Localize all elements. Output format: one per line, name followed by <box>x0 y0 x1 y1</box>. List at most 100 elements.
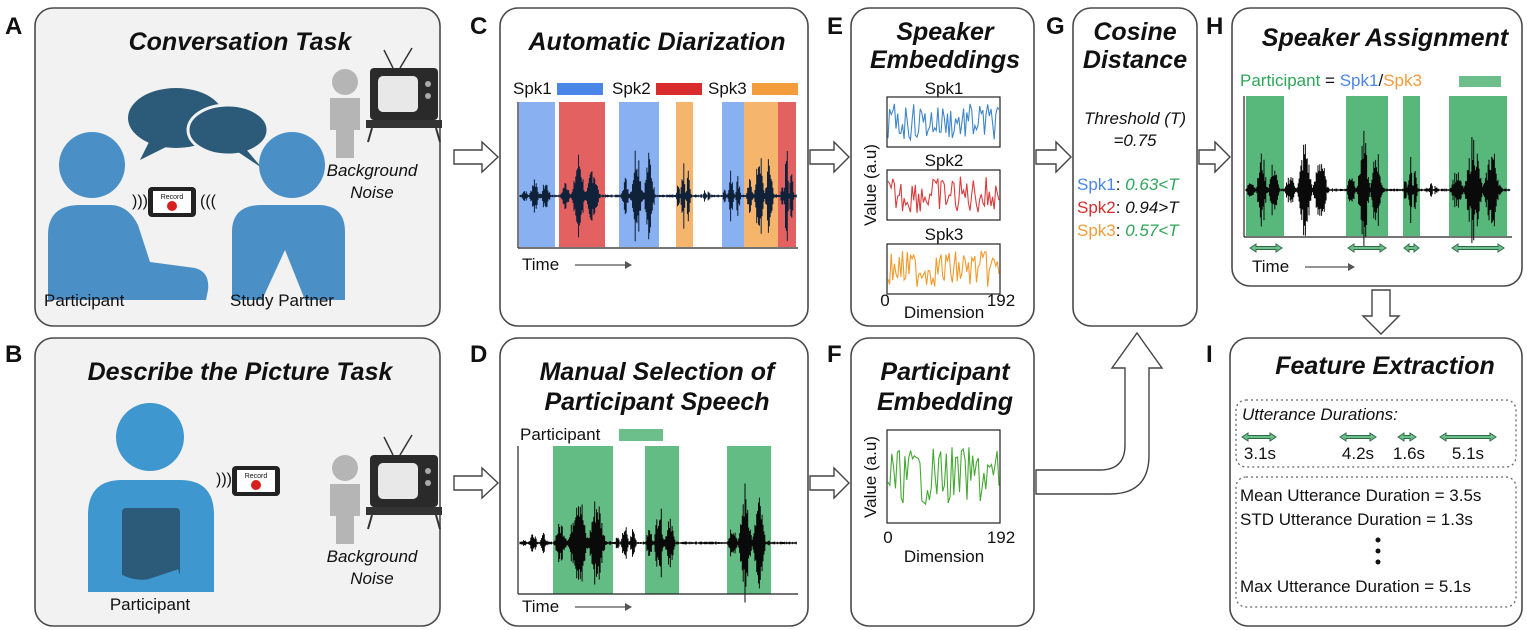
panel-e-box <box>850 7 1035 327</box>
time-label-c: Time <box>522 255 559 274</box>
panel-c-title: Automatic Diarization <box>528 28 786 56</box>
participant-embedding-frame <box>886 429 1001 524</box>
svg-text:(((: ((( <box>200 193 217 210</box>
cosine-spk3-sep: : <box>1116 221 1125 240</box>
panel-h: H Speaker Assignment Participant = Spk1/… <box>1206 7 1523 287</box>
arrow-f-g <box>1035 331 1164 495</box>
threshold-value: =0.75 <box>1113 131 1157 150</box>
stat-mean: Mean Utterance Duration = 3.5s <box>1240 486 1481 505</box>
time-label-d: Time <box>522 597 559 616</box>
panel-d-letter: D <box>470 341 487 368</box>
panel-b-letter: B <box>5 341 22 368</box>
spk1-legend-label: Spk1 <box>513 79 552 98</box>
panel-a: A Conversation Task ))) Record ((( <box>5 7 442 327</box>
panel-a-title: Conversation Task <box>129 28 353 56</box>
seg-spk1 <box>519 102 555 247</box>
flow-arrows <box>453 140 1401 500</box>
cosine-row-spk1: Spk1: 0.63<T <box>1077 175 1180 194</box>
panel-e-title-2: Embeddings <box>870 46 1020 74</box>
cosine-spk1-name: Spk1 <box>1077 175 1116 194</box>
seg-participant <box>553 446 613 594</box>
panel-f-title-1: Participant <box>880 358 1011 386</box>
seg-participant <box>727 446 771 594</box>
spk2-legend-label: Spk2 <box>612 79 651 98</box>
panel-g: G Cosine Distance Threshold (T) =0.75 Sp… <box>1046 7 1198 327</box>
stats-box <box>1235 476 1517 608</box>
panel-f: F Participant Embedding Value (a.u) 0 19… <box>827 337 1035 627</box>
recorder-phone-icon: ))) Record ((( <box>132 187 217 217</box>
spk2-embedding-line <box>887 176 1000 213</box>
cosine-spk3-name: Spk3 <box>1077 221 1116 240</box>
time-label-h: Time <box>1252 257 1289 276</box>
participant-label: Participant <box>44 291 125 310</box>
svg-text:))): ))) <box>216 471 232 488</box>
spk3-embedding-label: Spk3 <box>925 225 964 244</box>
assignment-spk3: Spk3 <box>1383 71 1422 90</box>
f-xlabel: Dimension <box>904 547 984 566</box>
waveform-c <box>519 150 797 242</box>
background-label: Background <box>327 161 418 180</box>
panel-d-title-2: Participant Speech <box>544 388 769 416</box>
waveform-h <box>1245 130 1511 250</box>
panel-g-box <box>1072 7 1198 327</box>
panel-b-title: Describe the Picture Task <box>88 358 394 386</box>
spk3-embedding-line <box>887 250 1000 287</box>
threshold-label: Threshold (T) <box>1084 109 1186 128</box>
arrow-g-h <box>1198 140 1231 174</box>
assignment-participant: Participant <box>1240 71 1321 90</box>
spk3-embedding-frame <box>886 243 1001 295</box>
panel-c-letter: C <box>470 13 487 40</box>
television-icon <box>366 47 442 143</box>
seg-spk2 <box>559 102 605 247</box>
assignment-legend: Participant = Spk1/Spk3 <box>1240 71 1422 90</box>
participant-legend-label-d: Participant <box>520 425 601 444</box>
stat-std: STD Utterance Duration = 1.3s <box>1240 510 1473 529</box>
panel-f-letter: F <box>827 341 842 368</box>
seg-spk3 <box>676 102 693 247</box>
panel-g-title-1: Cosine <box>1093 18 1176 46</box>
stat-max: Max Utterance Duration = 5.1s <box>1240 577 1471 596</box>
participant-label-b: Participant <box>110 595 191 614</box>
arrow-e-g <box>1035 140 1072 174</box>
panel-d-title-1: Manual Selection of <box>540 358 777 386</box>
panel-h-letter: H <box>1206 13 1223 40</box>
cosine-spk2-name: Spk2 <box>1077 198 1116 217</box>
panel-i-letter: I <box>1206 341 1213 368</box>
participant-person-icon <box>48 132 209 300</box>
cosine-spk1-value: 0.63<T <box>1125 175 1180 194</box>
cosine-spk3-value: 0.57<T <box>1125 221 1180 240</box>
spk1-embedding-label: Spk1 <box>925 79 964 98</box>
spk1-embedding-line <box>887 103 1000 142</box>
recorder-phone-b-icon: ))) Record <box>216 466 280 496</box>
panel-g-title-2: Distance <box>1083 46 1187 74</box>
f-x0: 0 <box>883 528 892 547</box>
noise-label: Noise <box>350 183 393 202</box>
assignment-legend-swatch <box>1459 76 1501 87</box>
duration-value: 1.6s <box>1393 444 1425 463</box>
background-label-b: Background <box>327 547 418 566</box>
panel-i-title: Feature Extraction <box>1275 352 1495 380</box>
duration-value: 5.1s <box>1452 444 1484 463</box>
arrow-b-d <box>453 466 500 500</box>
panel-b: B Describe the Picture Task ))) Record P… <box>5 337 442 627</box>
ellipsis-dot <box>1375 537 1381 543</box>
svg-text:))): ))) <box>132 193 148 210</box>
duration-value: 3.1s <box>1244 444 1276 463</box>
arrow-h-i <box>1361 289 1401 335</box>
spk3-legend-swatch <box>752 83 798 95</box>
cosine-spk1-sep: : <box>1116 175 1125 194</box>
study-partner-person-icon <box>232 132 345 300</box>
spk2-embedding-frame <box>886 169 1001 221</box>
assignment-spk1: Spk1 <box>1340 71 1379 90</box>
assignment-eq: = <box>1320 71 1339 90</box>
e-ylabel: Value (a.u) <box>861 144 880 226</box>
assigned-duration-markers <box>1249 242 1505 254</box>
arrow-a-c <box>453 140 500 174</box>
arrow-c-e <box>809 140 850 174</box>
panel-a-letter: A <box>5 13 22 40</box>
television-b-icon <box>366 434 442 530</box>
panel-e-title-1: Speaker <box>896 18 995 46</box>
panel-e: E Speaker Embeddings Spk1 Spk2 Spk3 Valu… <box>827 7 1035 327</box>
panel-g-letter: G <box>1046 13 1065 40</box>
